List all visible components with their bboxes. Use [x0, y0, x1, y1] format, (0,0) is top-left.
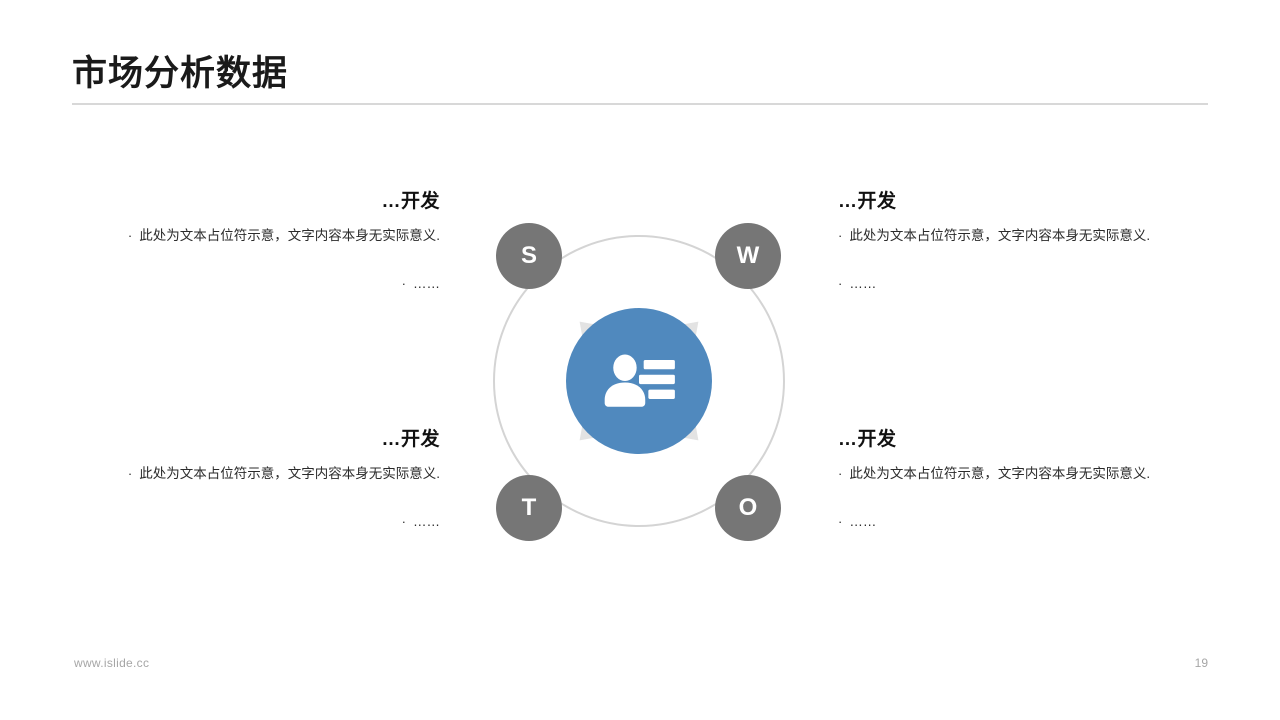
- bullet-marker: ·: [838, 227, 843, 243]
- bullet-list: · 此处为文本占位符示意，文字内容本身无实际意义. · ……: [838, 225, 1168, 295]
- page-number: 19: [1194, 656, 1208, 670]
- bullet-marker: ·: [127, 465, 133, 481]
- block-heading: …开发: [381, 191, 440, 212]
- list-item-text: ……: [413, 275, 440, 291]
- list-item-text: 此处为文本占位符示意，文字内容本身无实际意义.: [139, 465, 440, 481]
- center-hub[interactable]: [566, 308, 712, 454]
- list-item: · 此处为文本占位符示意，文字内容本身无实际意义.: [838, 225, 1168, 247]
- bullet-marker: ·: [127, 227, 133, 243]
- title-divider: [72, 103, 1208, 105]
- footer-url: www.islide.cc: [74, 656, 150, 670]
- swot-node-label: T: [521, 494, 537, 521]
- bullet-list: · 此处为文本占位符示意，文字内容本身无实际意义. · ……: [838, 463, 1168, 533]
- swot-node-label: W: [736, 242, 760, 269]
- swot-node-t[interactable]: T: [496, 475, 562, 541]
- text-block-top-left: …开发 · 此处为文本占位符示意，文字内容本身无实际意义. · ……: [110, 190, 440, 294]
- list-item-text: 此处为文本占位符示意，文字内容本身无实际意义.: [849, 465, 1151, 481]
- block-heading: …开发: [838, 191, 897, 212]
- bullet-marker: ·: [838, 513, 843, 529]
- user-profile-list-icon: [604, 354, 675, 407]
- bullet-list: · 此处为文本占位符示意，文字内容本身无实际意义. · ……: [110, 225, 440, 295]
- block-heading: …开发: [381, 429, 440, 450]
- list-item-text: ……: [849, 275, 877, 291]
- bullet-marker: ·: [838, 465, 843, 481]
- list-item: · 此处为文本占位符示意，文字内容本身无实际意义.: [110, 225, 440, 247]
- page-title: 市场分析数据: [72, 54, 289, 93]
- list-item: · 此处为文本占位符示意，文字内容本身无实际意义.: [110, 463, 440, 485]
- list-item: · ……: [838, 273, 1168, 295]
- list-item-text: ……: [849, 513, 877, 529]
- bullet-marker: ·: [838, 275, 843, 291]
- text-block-bottom-right: …开发 · 此处为文本占位符示意，文字内容本身无实际意义. · ……: [838, 428, 1168, 532]
- bullet-list: · 此处为文本占位符示意，文字内容本身无实际意义. · ……: [110, 463, 440, 533]
- bullet-marker: ·: [401, 275, 406, 291]
- swot-node-s[interactable]: S: [496, 223, 562, 289]
- list-item-text: 此处为文本占位符示意，文字内容本身无实际意义.: [849, 227, 1151, 243]
- list-item-text: ……: [413, 513, 440, 529]
- bullet-marker: ·: [401, 513, 406, 529]
- swot-node-w[interactable]: W: [715, 223, 781, 289]
- swot-diagram: S W T O: [469, 211, 809, 551]
- text-block-bottom-left: …开发 · 此处为文本占位符示意，文字内容本身无实际意义. · ……: [110, 428, 440, 532]
- text-block-top-right: …开发 · 此处为文本占位符示意，文字内容本身无实际意义. · ……: [838, 190, 1168, 294]
- list-item: · 此处为文本占位符示意，文字内容本身无实际意义.: [838, 463, 1168, 485]
- swot-node-label: O: [738, 494, 758, 521]
- block-heading: …开发: [838, 429, 897, 450]
- list-item: · ……: [838, 511, 1168, 533]
- list-item: · ……: [110, 273, 440, 295]
- list-item: · ……: [110, 511, 440, 533]
- outer-ring: [493, 235, 785, 527]
- swot-node-o[interactable]: O: [715, 475, 781, 541]
- list-item-text: 此处为文本占位符示意，文字内容本身无实际意义.: [139, 227, 440, 243]
- swot-node-label: S: [520, 242, 537, 269]
